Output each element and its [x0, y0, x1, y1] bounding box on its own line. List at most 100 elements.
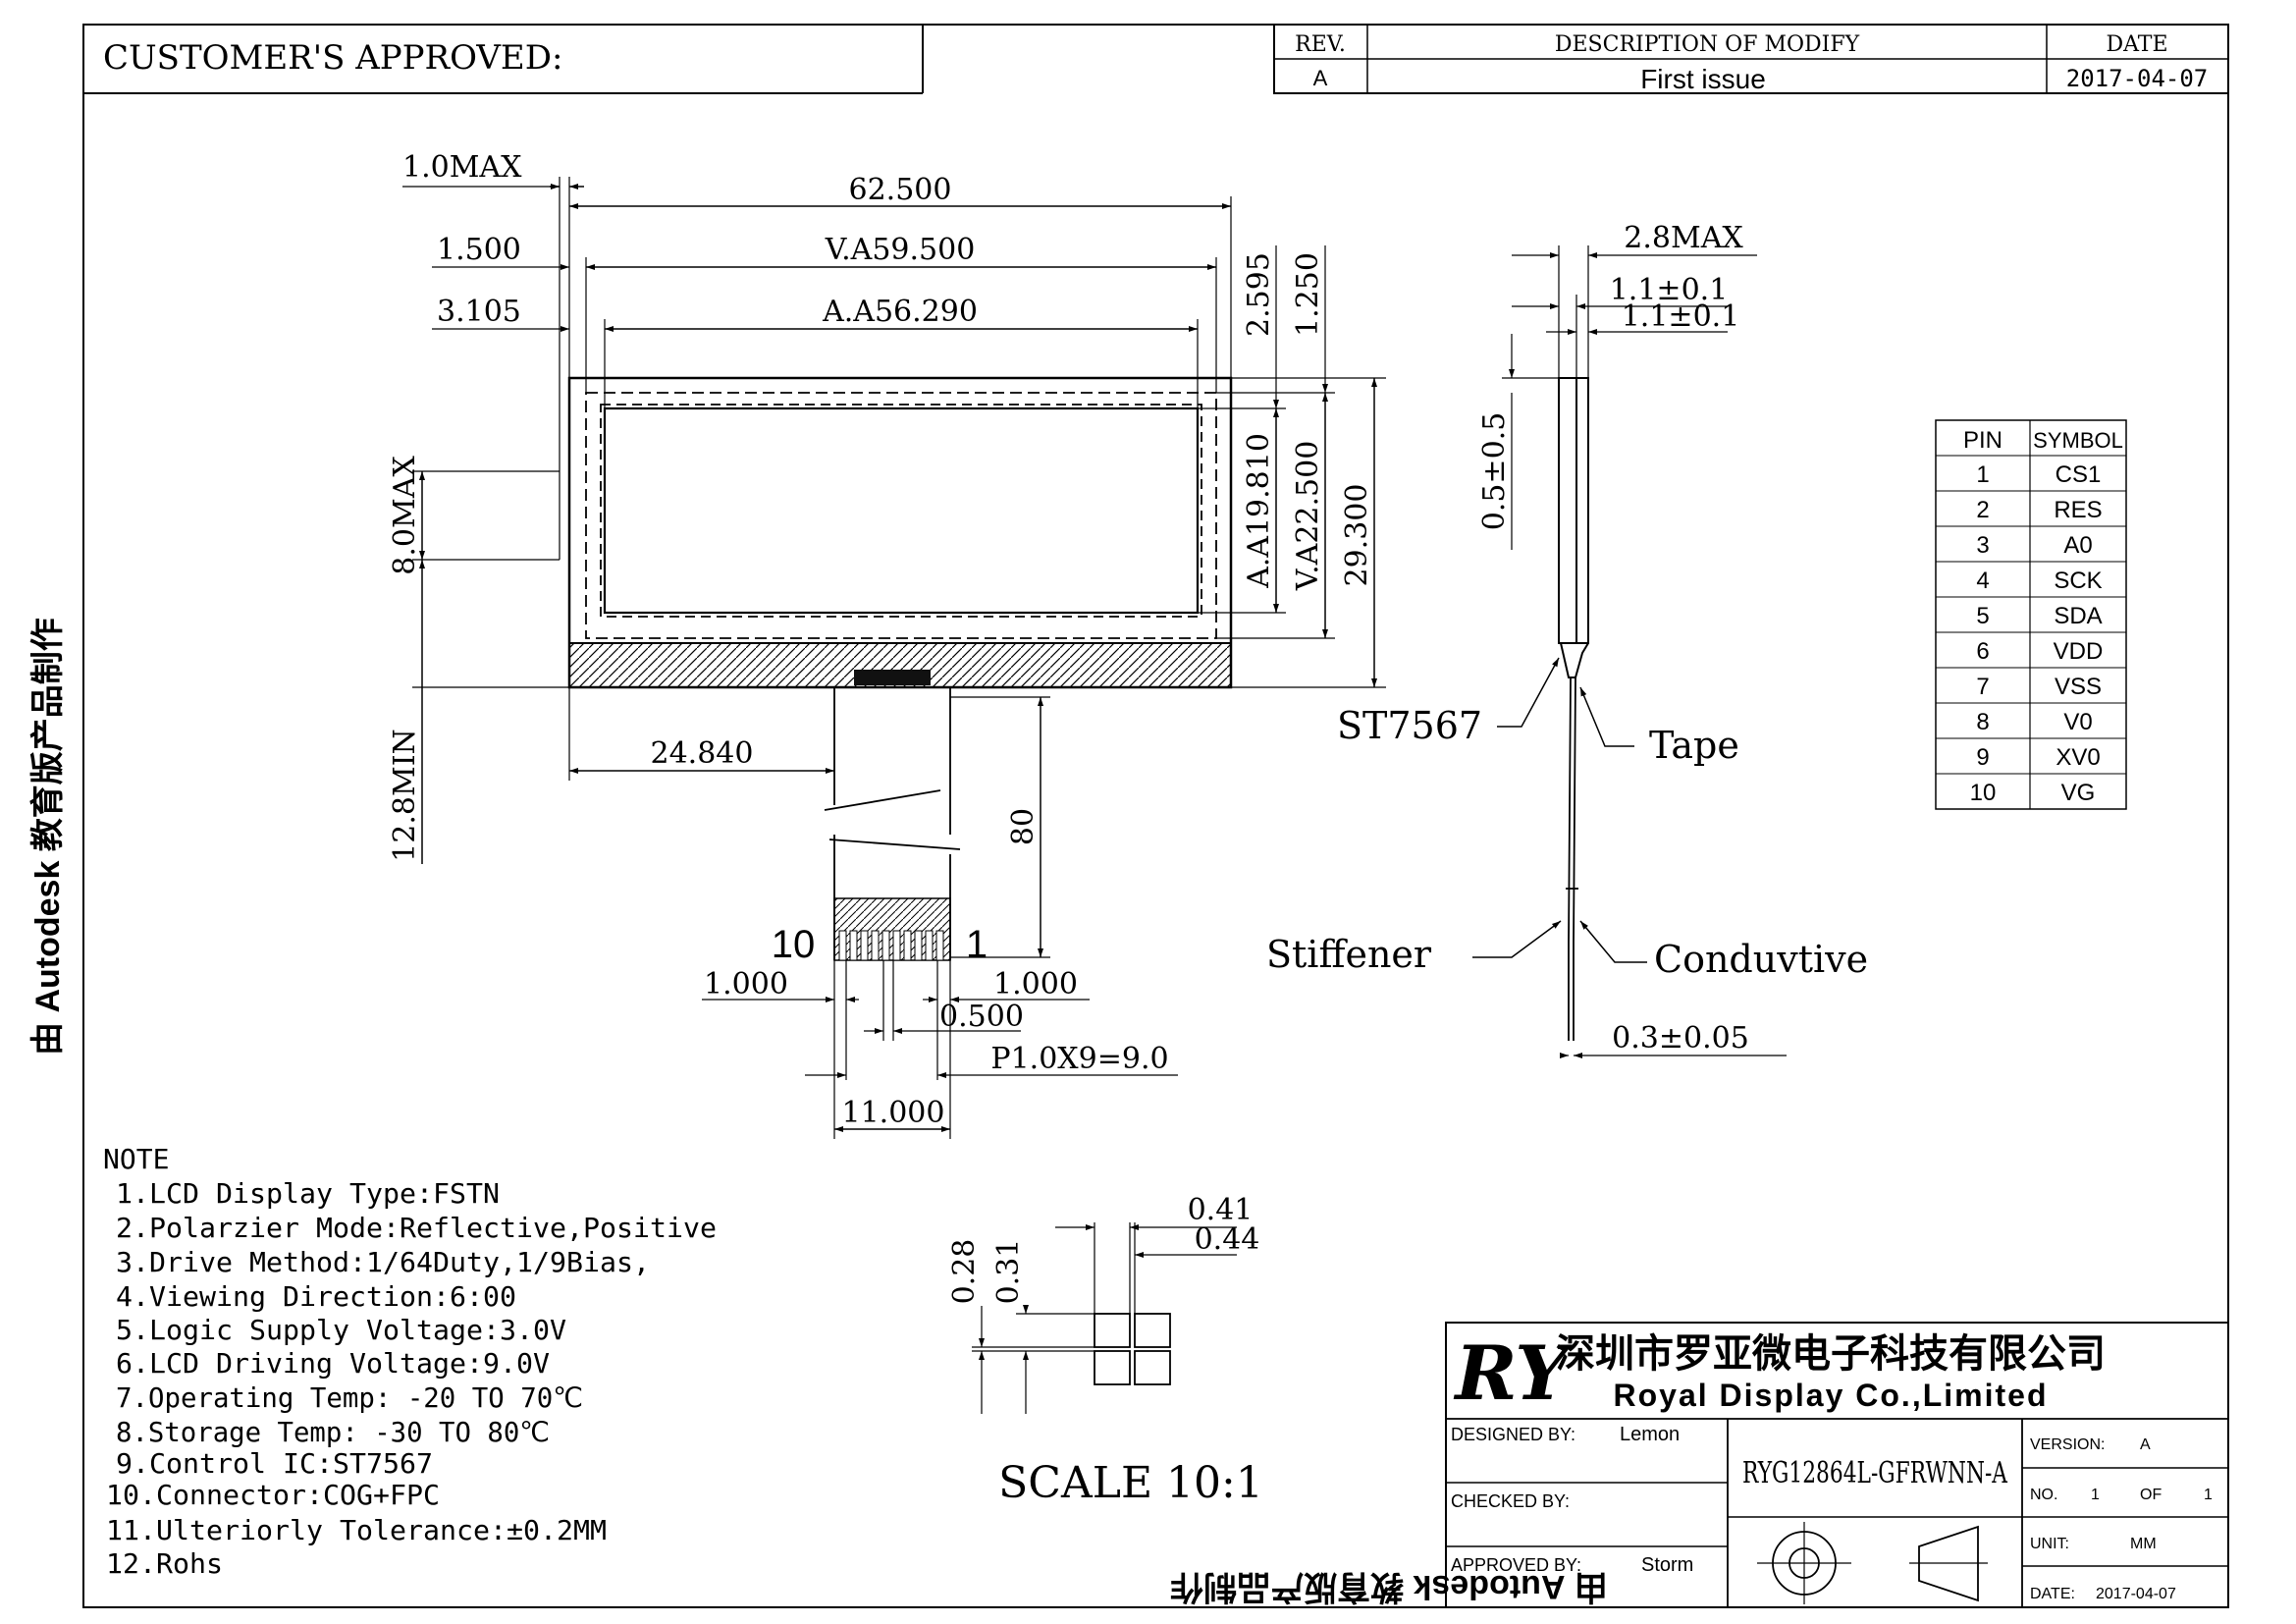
dim-overall-height: 29.300 [1340, 484, 1374, 587]
rev-header: REV. [1295, 32, 1346, 57]
pin-symbol: VDD [2054, 638, 2104, 665]
active-area [603, 406, 1200, 615]
note-item: 2.Polarzier Mode:Reflective,Positive [116, 1212, 717, 1244]
version-label: VERSION: [2030, 1436, 2105, 1453]
pin-symbol: VSS [2055, 674, 2102, 700]
note-item: 1.LCD Display Type:FSTN [116, 1177, 500, 1210]
pin-symbol: RES [2054, 497, 2102, 523]
dim-1-1-b: 1.1±0.1 [1622, 299, 1740, 334]
dim-aa-height: A.A19.810 [1242, 433, 1276, 589]
side-glass-back [1575, 377, 1589, 644]
approved-by-value: Storm [1641, 1554, 1693, 1576]
dim-aa-width: A.A56.290 [822, 295, 978, 329]
pin-symbol: V0 [2063, 709, 2092, 735]
pin-symbol: VG [2061, 780, 2096, 806]
note-item: 4.Viewing Direction:6:00 [116, 1280, 516, 1313]
no-label: NO. [2030, 1487, 2057, 1503]
watermark-left: 由 Autodesk 教育版产品制作 [29, 618, 67, 1056]
pin-number: 6 [1976, 638, 1989, 665]
pin-symbol: SCK [2054, 568, 2102, 594]
no-value: 1 [2091, 1487, 2100, 1503]
note-item: 12.Rohs [106, 1547, 223, 1580]
dim-1-0-max: 1.0MAX [402, 150, 522, 185]
dim-8-0-max: 8.0MAX [388, 456, 422, 575]
pin-number: 2 [1976, 497, 1989, 523]
customer-approved-label: CUSTOMER'S APPROVED: [103, 38, 562, 78]
label-stiffener: Stiffener [1266, 933, 1432, 976]
version-value: A [2140, 1436, 2151, 1453]
description-value: First issue [1640, 64, 1766, 94]
scale-label: SCALE 10:1 [998, 1458, 1263, 1508]
fpc-pin-1-label: 1 [966, 923, 988, 966]
pin-symbol: XV0 [2056, 744, 2100, 771]
note-item: 3.Drive Method:1/64Duty,1/9Bias, [116, 1246, 650, 1278]
note-item: 5.Logic Supply Voltage:3.0V [116, 1314, 566, 1346]
date-value: 2017-04-07 [2066, 65, 2209, 92]
dim-va-offset: 1.500 [437, 233, 521, 267]
pin-number: 5 [1976, 603, 1989, 629]
date-value-title: 2017-04-07 [2096, 1586, 2176, 1602]
pin-number: 10 [1970, 780, 1997, 806]
pixel-detail: 0.41 0.44 0.28 0.31 SCALE 10:1 [947, 1193, 1263, 1508]
dim-0-41: 0.41 [1188, 1193, 1254, 1227]
unit-value: MM [2130, 1536, 2157, 1552]
dim-overall-width: 62.500 [849, 173, 952, 207]
label-conductive: Conduvtive [1654, 938, 1868, 981]
note-item: 8.Storage Temp: -30 TO 80℃ [116, 1416, 550, 1448]
company-logo: RY [1453, 1329, 1575, 1417]
lcd-outline [567, 376, 1233, 689]
dim-right-1-000: 1.000 [993, 967, 1078, 1001]
description-header: DESCRIPTION OF MODIFY [1555, 32, 1860, 57]
projection-symbol [1757, 1522, 1988, 1604]
dim-0-44: 0.44 [1195, 1222, 1260, 1257]
viewing-area [585, 392, 1217, 639]
fpc-pins [838, 930, 944, 961]
date-header: DATE [2106, 32, 2167, 57]
date-label: DATE: [2030, 1586, 2075, 1602]
notes: NOTE 1.LCD Display Type:FSTN2.Polarzier … [103, 1143, 717, 1580]
dim-12-8-min: 12.8MIN [388, 729, 422, 862]
dim-0-500: 0.500 [939, 1000, 1024, 1034]
note-item: 7.Operating Temp: -20 TO 70℃ [116, 1381, 583, 1414]
part-number: RYG12864L-GFRWNN-A [1742, 1456, 2007, 1490]
fpc-pin-10-label: 10 [772, 923, 816, 966]
dim-0-5: 0.5±0.5 [1477, 412, 1512, 531]
pin-number: 9 [1976, 744, 1989, 771]
dim-fpc-width: 11.000 [842, 1096, 945, 1130]
pin-header: PIN [1963, 427, 2002, 454]
of-label: OF [2140, 1487, 2162, 1503]
symbol-header: SYMBOL [2033, 428, 2123, 453]
dim-1-1-a: 1.1±0.1 [1610, 273, 1729, 307]
pin-number: 7 [1976, 674, 1989, 700]
side-glass-front [1558, 377, 1577, 644]
dim-pitch: P1.0X9=9.0 [990, 1042, 1168, 1076]
dim-fpc-length: 80 [1006, 808, 1041, 845]
watermark-bottom: 由 Autodesk 教育版产品制作 [1170, 1568, 1608, 1605]
rev-value: A [1313, 66, 1328, 90]
dim-fpc-offset: 24.840 [651, 736, 754, 771]
pin-symbol: CS1 [2056, 461, 2102, 488]
of-value: 1 [2204, 1487, 2213, 1503]
driver-ic [854, 670, 931, 685]
company-name-cn: 深圳市罗亚微电子科技有限公司 [1556, 1332, 2106, 1376]
pin-number: 4 [1976, 568, 1989, 594]
checked-by-label: CHECKED BY: [1451, 1491, 1570, 1511]
label-tape: Tape [1649, 724, 1739, 767]
pin-symbol: A0 [2063, 532, 2092, 559]
pin-symbol: SDA [2054, 603, 2102, 629]
dim-1-250: 1.250 [1291, 252, 1325, 337]
sheet-border [82, 24, 2229, 1608]
approved-by-label: APPROVED BY: [1451, 1555, 1581, 1575]
note-item: 11.Ulteriorly Tolerance:±0.2MM [106, 1514, 607, 1546]
notes-title: NOTE [103, 1143, 169, 1175]
dim-va-height: V.A22.500 [1291, 441, 1325, 592]
pin-number: 1 [1976, 461, 1989, 488]
dim-2-595: 2.595 [1242, 252, 1276, 337]
note-item: 9.Control IC:ST7567 [116, 1447, 433, 1480]
dim-2-8-max: 2.8MAX [1624, 221, 1743, 255]
pin-number: 3 [1976, 532, 1989, 559]
label-st7567: ST7567 [1337, 704, 1482, 747]
